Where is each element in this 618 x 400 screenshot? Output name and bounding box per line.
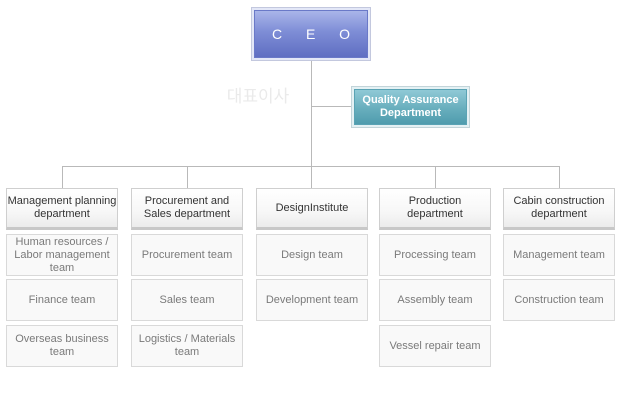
department-drop-line <box>187 166 188 188</box>
department-box: DesignInstitute <box>256 188 368 230</box>
team-label: Design team <box>281 248 343 261</box>
department-drop-line <box>559 166 560 188</box>
department-drop-line <box>62 166 63 188</box>
team-box: Management team <box>503 234 615 276</box>
team-label: Human resources / Labor management team <box>14 235 110 274</box>
watermark-text: 대표이사 <box>226 87 290 107</box>
team-box: Finance team <box>6 279 118 321</box>
department-label: DesignInstitute <box>275 201 349 214</box>
team-label: Finance team <box>28 293 96 306</box>
team-label: Processing team <box>394 248 476 261</box>
team-box: Procurement team <box>131 234 243 276</box>
team-label: Vessel repair team <box>389 339 481 352</box>
department-box: Procurement and Sales department <box>131 188 243 230</box>
team-box: Construction team <box>503 279 615 321</box>
ceo-label: C E O <box>271 26 361 42</box>
department-label: Production department <box>407 195 463 220</box>
ceo-connector-vertical <box>311 60 312 166</box>
team-box: Design team <box>256 234 368 276</box>
department-drop-line <box>435 166 436 188</box>
team-label: Logistics / Materials team <box>138 333 236 358</box>
team-label: Overseas business team <box>15 333 109 358</box>
team-box: Development team <box>256 279 368 321</box>
department-box: Cabin construction department <box>503 188 615 230</box>
team-box: Logistics / Materials team <box>131 325 243 367</box>
team-box: Sales team <box>131 279 243 321</box>
department-drop-line <box>311 166 312 188</box>
department-label: Cabin construction department <box>513 195 605 220</box>
department-box: Management planning department <box>6 188 118 230</box>
team-label: Assembly team <box>397 293 473 306</box>
team-box: Assembly team <box>379 279 491 321</box>
team-box: Vessel repair team <box>379 325 491 367</box>
team-box: Overseas business team <box>6 325 118 367</box>
team-label: Development team <box>265 293 359 306</box>
team-box: Processing team <box>379 234 491 276</box>
ceo-box: C E O <box>254 10 368 58</box>
team-box: Human resources / Labor management team <box>6 234 118 276</box>
team-label: Procurement team <box>141 248 233 261</box>
team-label: Construction team <box>514 293 604 306</box>
department-label: Procurement and Sales department <box>143 195 231 220</box>
team-label: Sales team <box>159 293 215 306</box>
qa-connector-horizontal <box>312 106 354 107</box>
quality-assurance-label: Quality Assurance Department <box>362 94 459 119</box>
team-label: Management team <box>513 248 605 261</box>
department-label: Management planning department <box>7 195 117 220</box>
quality-assurance-box: Quality Assurance Department <box>354 89 467 125</box>
department-connector-horizontal <box>62 166 559 167</box>
department-box: Production department <box>379 188 491 230</box>
